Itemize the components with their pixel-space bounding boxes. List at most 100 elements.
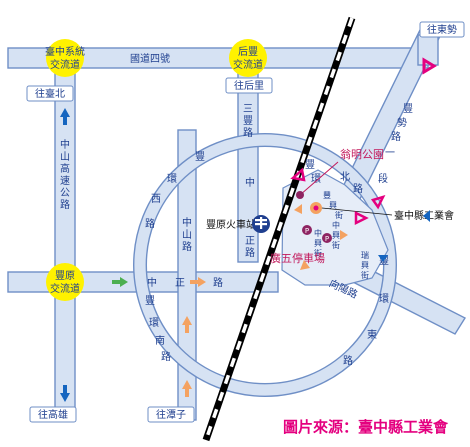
road-label-char: 路 xyxy=(353,182,363,195)
train-station: 豐原火車站 xyxy=(206,215,270,233)
road-label-char: 興 xyxy=(314,238,322,248)
park-label: 翁明公園 xyxy=(340,147,384,161)
road-label-char: 豐 xyxy=(195,150,205,163)
arrow-green-fengyuan xyxy=(112,277,128,287)
road-label-char: 中 xyxy=(60,138,70,151)
road-label-char: 公 xyxy=(60,188,70,199)
road-label-char: 豐 xyxy=(145,294,155,307)
image-source-caption: 圖片來源：臺中縣工業會 xyxy=(283,418,449,436)
interchange-label-line1: 臺中系統 xyxy=(45,45,85,58)
road-label-char: 街 xyxy=(361,270,369,280)
train-station-icon xyxy=(252,215,270,233)
direction-east: 往東勢 xyxy=(419,21,465,38)
parking-icon: P xyxy=(325,235,329,243)
arrow-orange-center-3 xyxy=(294,204,302,214)
station-label: 豐原火車站 xyxy=(206,218,256,231)
interchange-fengyuan: 豐原 交流道 xyxy=(46,263,84,301)
road-label-char: 南 xyxy=(155,334,165,347)
road-label-char: 路 xyxy=(213,276,223,289)
railway xyxy=(202,16,356,442)
direction-tanzi: 往潭子 xyxy=(147,406,195,423)
road-label-char: 瑞 xyxy=(361,250,369,260)
road-label-char: 豐 xyxy=(305,158,315,171)
interchange-label-line2: 交流道 xyxy=(50,58,80,71)
interchange-taichung-system: 臺中系統 交流道 xyxy=(45,39,85,77)
interchange-label-line2: 交流道 xyxy=(50,282,80,295)
arrow-highway-up xyxy=(60,108,70,125)
arrow-pink-ring-north xyxy=(290,167,306,182)
road-label-char: 三 xyxy=(243,104,253,115)
road-label-char: 西 xyxy=(151,194,161,205)
arrow-blue-center xyxy=(378,255,388,262)
direction-houli: 往后里 xyxy=(225,77,273,94)
destination-marker-icon xyxy=(310,202,322,214)
road-label-char: 環 xyxy=(167,173,177,185)
label-zhongshan-highway-vertical: 中 山 高 速 公 路 xyxy=(60,138,70,211)
road-label-char: 環 xyxy=(379,293,389,305)
arrow-pink-fengshi xyxy=(370,194,386,210)
interchange-houfeng: 后豐 交流道 xyxy=(229,39,267,77)
parking-marker-1: P xyxy=(302,225,312,235)
road-label-char: 中 xyxy=(182,216,192,229)
road-label-char: 勢 xyxy=(397,116,407,129)
road-label-char: 山 xyxy=(60,151,70,163)
road-label-char: 街 xyxy=(335,210,343,220)
direction-kaohsiung: 往高雄 xyxy=(29,406,77,423)
road-label-char: 豐 xyxy=(243,114,253,127)
road-label-char: 段 xyxy=(378,172,388,185)
road-label-char: 豐 xyxy=(323,190,331,200)
road-label-char: 路 xyxy=(145,217,155,230)
parking-icon: P xyxy=(305,227,309,235)
parking-label: 廣五停車場 xyxy=(270,251,325,265)
label-ring-west: 豐 環 西 路 xyxy=(145,150,205,230)
direction-label: 往潭子 xyxy=(156,408,186,421)
label-zhongxing: 中 興 街 xyxy=(332,220,340,250)
road-label-char: 路 xyxy=(391,130,401,143)
arrow-orange-tanzi xyxy=(182,380,192,397)
road-label-char: 路 xyxy=(182,240,192,253)
label-ring-north: 豐 環 北 路 xyxy=(305,158,363,195)
interchange-label-line2: 交流道 xyxy=(233,58,263,71)
road-label-char: 北 xyxy=(340,171,350,183)
road-label-char: 環 xyxy=(149,317,159,329)
road-label-char: 豐 xyxy=(403,102,413,115)
interchange-label-line1: 后豐 xyxy=(238,45,258,58)
direction-taipei: 往臺北 xyxy=(26,85,74,102)
ring-road-inner xyxy=(134,134,396,396)
road-label-char: 中 xyxy=(314,228,322,238)
road-east-corner xyxy=(417,34,439,66)
label-zhongshan-road: 中 山 路 xyxy=(182,216,192,253)
arrow-blue-union xyxy=(423,210,430,222)
road-label-char: 高 xyxy=(60,162,70,175)
road-label-char: 路 xyxy=(243,126,253,139)
road-label-char: 街 xyxy=(332,240,340,250)
road-label-char: 路 xyxy=(245,246,255,259)
road-label-char: 環 xyxy=(311,173,321,185)
park-marker: 翁明公園 xyxy=(296,147,384,199)
road-label-char: 中 xyxy=(332,220,340,230)
arrow-orange-zhongzheng xyxy=(190,277,206,287)
road-label-char: 路 xyxy=(60,198,70,211)
road-label-char: 興 xyxy=(361,260,369,270)
road-label-char: 速 xyxy=(60,175,70,187)
direction-label: 往臺北 xyxy=(35,87,65,100)
arrow-pink-union xyxy=(354,210,369,226)
label-zhongzheng-horizontal: 中 正 路 xyxy=(147,276,223,289)
road-label-char: 興 xyxy=(332,230,340,240)
road-label-char: 中 xyxy=(147,276,157,289)
label-fengxing: 豐 興 街 xyxy=(323,190,343,220)
label-zhongxing-2: 中 興 街 xyxy=(314,228,322,258)
label-guodao4: 國道四號 xyxy=(130,52,170,65)
direction-label: 往后里 xyxy=(234,79,264,92)
direction-label: 往東勢 xyxy=(427,23,457,36)
road-label-char: 山 xyxy=(182,229,192,241)
arrow-orange-center xyxy=(300,260,310,270)
road-label-char: 路 xyxy=(343,354,353,367)
central-district xyxy=(281,169,389,286)
label-sanfeng-vertical: 三 豐 路 xyxy=(243,104,253,139)
interchange-label-line1: 豐原 xyxy=(55,269,75,282)
arrow-pink-east xyxy=(422,57,437,75)
road-label-char: 中 xyxy=(245,176,255,189)
direction-label: 往高雄 xyxy=(38,408,68,421)
